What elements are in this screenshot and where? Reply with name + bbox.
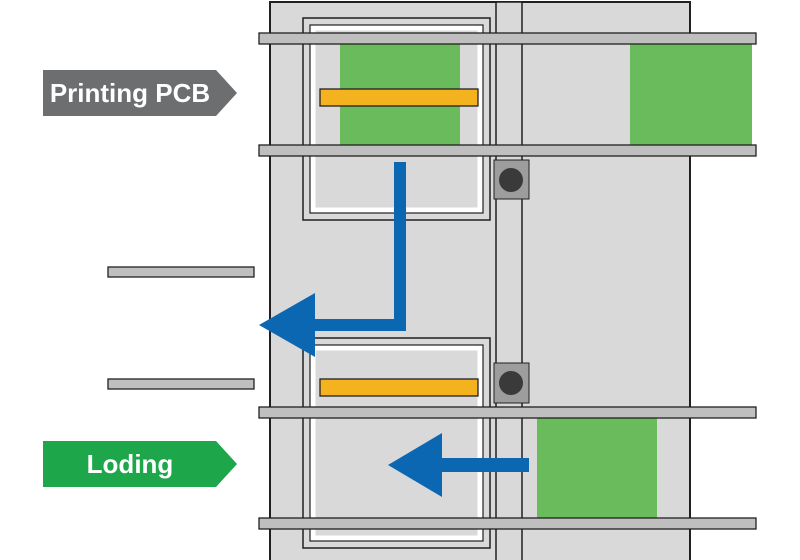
rail-side-1 <box>107 266 255 278</box>
loading-label: Loding <box>87 449 174 479</box>
roller-icon <box>493 362 530 404</box>
rail-top-1 <box>258 32 757 45</box>
rail-bottom-1 <box>258 406 757 419</box>
lower-table-frame-outer <box>302 337 491 549</box>
printing-tag <box>43 70 237 116</box>
center-divider <box>495 1 523 560</box>
printing-label: Printing PCB <box>50 78 210 108</box>
pcb-upper-right <box>630 42 752 146</box>
rail-bottom-2 <box>258 517 757 530</box>
roller-icon <box>493 159 530 200</box>
rail-top-2 <box>258 144 757 157</box>
lower-table-frame-inner <box>310 345 483 541</box>
arrow-left-icon <box>388 433 529 497</box>
rail-side-2 <box>107 378 255 390</box>
arrow-down-left-icon <box>259 162 406 357</box>
pcb-lower-right <box>537 416 657 520</box>
loading-tag <box>43 441 237 487</box>
squeegee-lower <box>319 378 479 397</box>
squeegee-upper <box>319 88 479 107</box>
